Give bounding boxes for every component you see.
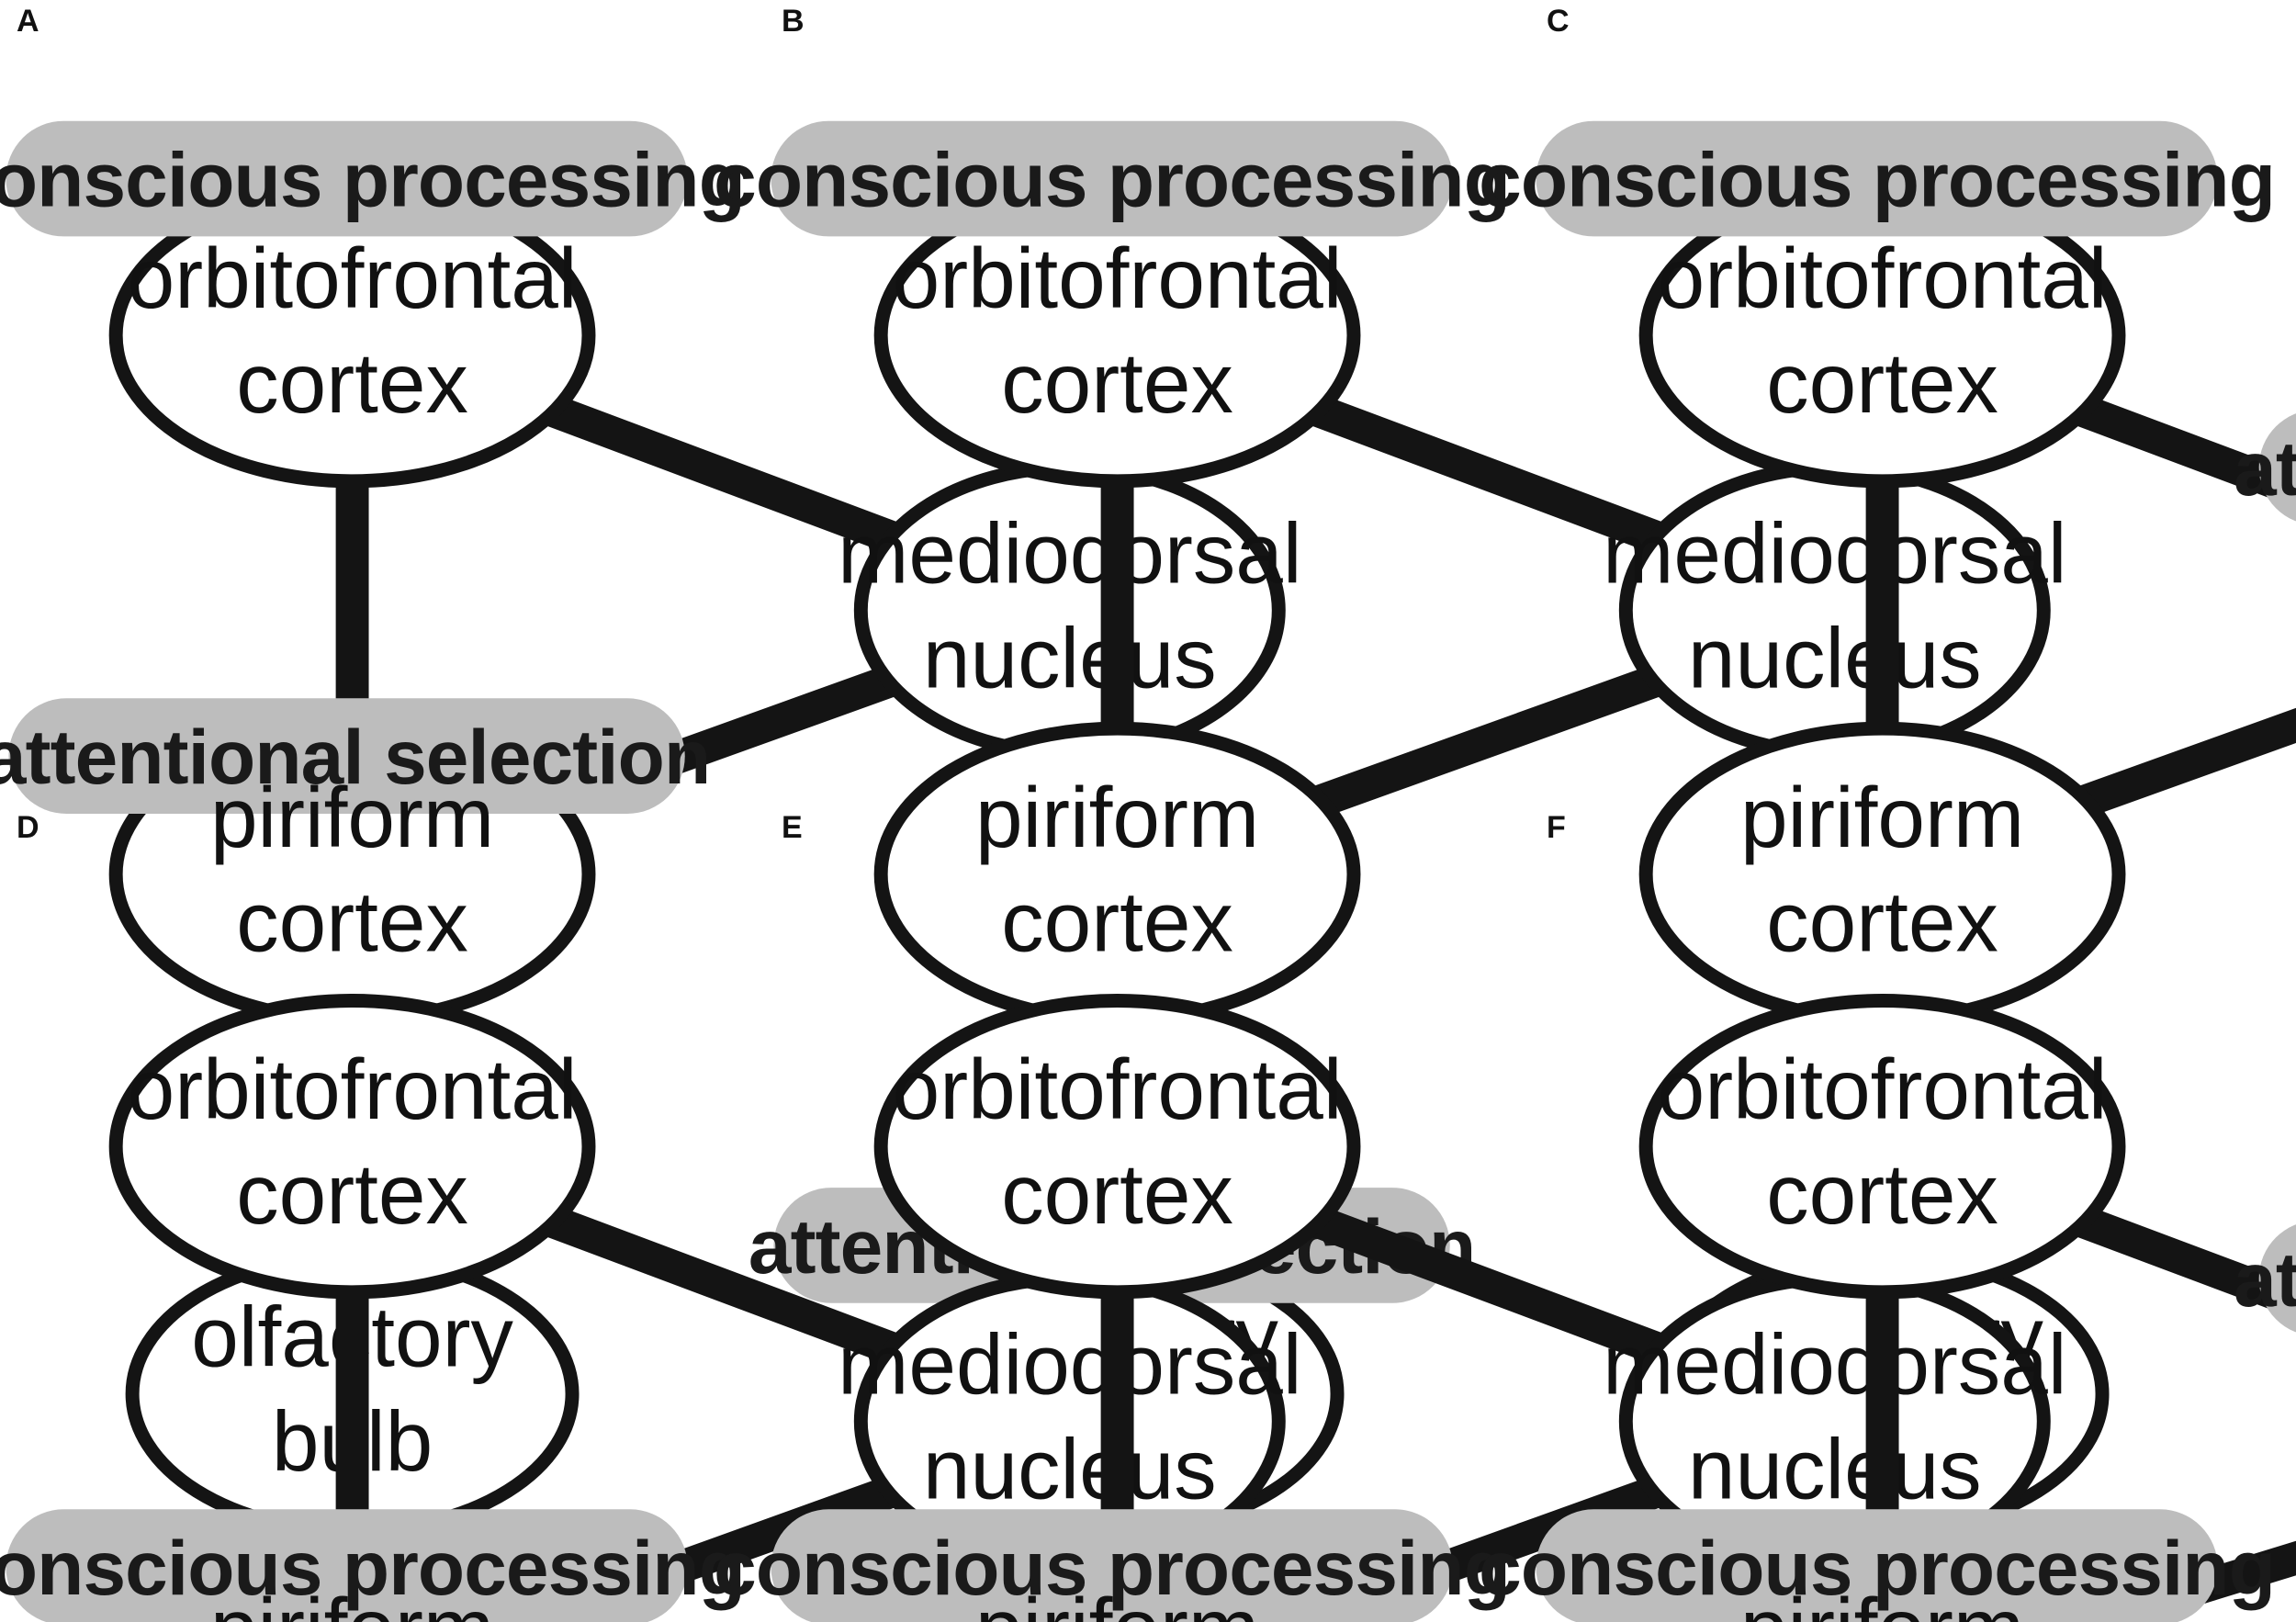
- node-piriform-cortex-line1: piriform: [1740, 770, 2024, 865]
- node-orbitofrontal-cortex-line1: orbitofrontal: [128, 1042, 578, 1137]
- panel-E: E conscious processing attentional selec…: [714, 810, 2066, 1622]
- node-piriform-cortex-line2: cortex: [1766, 874, 1998, 970]
- panel-B-diagram: conscious processing attentional selecti…: [714, 120, 2066, 1538]
- node-piriform-cortex-line1: piriform: [975, 1581, 1259, 1622]
- badge-conscious-processing-label: conscious processing: [0, 1525, 745, 1611]
- panel-letter-E: E: [782, 810, 803, 845]
- node-mediodorsal-nucleus-line2: nucleus: [1688, 610, 1982, 705]
- badge-conscious-processing: [1536, 120, 2218, 237]
- node-orbitofrontal-cortex-line2: cortex: [236, 335, 468, 431]
- badge-conscious-processing-label: conscious processing: [0, 136, 745, 222]
- panel-E-diagram: conscious processing attentional selecti…: [714, 994, 2066, 1622]
- panel-letter-F: F: [1547, 810, 1566, 845]
- panel-F: F conscious processing attentional selec…: [1479, 810, 2296, 1622]
- badge-conscious-processing-label: conscious processing: [714, 1525, 1510, 1611]
- node-orbitofrontal-cortex-line1: orbitofrontal: [893, 1042, 1343, 1137]
- panel-letter-B: B: [782, 4, 805, 39]
- node-orbitofrontal-cortex: [108, 994, 596, 1300]
- node-orbitofrontal-cortex-line1: orbitofrontal: [893, 231, 1343, 326]
- panel-A-diagram: conscious processing attentional selecti…: [0, 120, 1301, 1538]
- badge-attentional-selection: [2258, 413, 2296, 522]
- node-orbitofrontal-cortex: [1638, 994, 2126, 1300]
- node-piriform-cortex-line2: cortex: [1001, 874, 1233, 970]
- badge-attentional-selection-label: attentional selection: [2234, 425, 2296, 512]
- node-orbitofrontal-cortex-line1: orbitofrontal: [128, 231, 578, 326]
- node-mediodorsal-nucleus-line1: mediodorsal: [838, 506, 1301, 602]
- panel-C: C conscious processing attentional selec…: [1479, 0, 2296, 1538]
- node-orbitofrontal-cortex-line2: cortex: [1001, 335, 1233, 431]
- badge-conscious-processing: [1536, 1509, 2218, 1622]
- node-orbitofrontal-cortex-line2: cortex: [1001, 1146, 1233, 1242]
- panel-D: D conscious processing attentional selec…: [0, 810, 1301, 1622]
- node-mediodorsal-nucleus-line2: nucleus: [1688, 1421, 1982, 1516]
- node-mediodorsal-nucleus-line1: mediodorsal: [838, 1317, 1301, 1413]
- node-piriform-cortex-line2: cortex: [236, 874, 468, 970]
- panel-letter-C: C: [1547, 4, 1570, 39]
- node-mediodorsal-nucleus-line2: nucleus: [923, 1421, 1217, 1516]
- panel-C-diagram: conscious processing attentional selecti…: [1479, 120, 2296, 1538]
- panel-D-diagram: conscious processing attentional selecti…: [0, 994, 1301, 1622]
- badge-conscious-processing: [6, 120, 688, 237]
- node-piriform-cortex-line1: piriform: [210, 770, 494, 865]
- node-orbitofrontal-cortex: [873, 994, 1361, 1300]
- node-mediodorsal-nucleus-line2: nucleus: [923, 610, 1217, 705]
- badge-conscious-processing: [771, 120, 1453, 237]
- node-orbitofrontal-cortex-line1: orbitofrontal: [1658, 231, 2108, 326]
- node-piriform-cortex-line1: piriform: [210, 1581, 494, 1622]
- badge-conscious-processing: [771, 1509, 1453, 1622]
- node-piriform-cortex-line1: piriform: [1740, 1581, 2024, 1622]
- panel-F-diagram: conscious processing attentional selecti…: [1479, 994, 2296, 1622]
- badge-attentional-selection: [2258, 1224, 2296, 1333]
- node-mediodorsal-nucleus-line1: mediodorsal: [1603, 506, 2066, 602]
- panel-A: A conscious processing attentional selec…: [0, 0, 1301, 1538]
- badge-attentional-selection-label: attentional selection: [0, 714, 710, 800]
- badge-conscious-processing-label: conscious processing: [714, 136, 1510, 222]
- badge-conscious-processing-label: conscious processing: [1479, 1525, 2275, 1611]
- node-orbitofrontal-cortex-line1: orbitofrontal: [1658, 1042, 2108, 1137]
- badge-conscious-processing-label: conscious processing: [1479, 136, 2275, 222]
- panel-B: B conscious processing attentional selec…: [714, 0, 2066, 1538]
- node-piriform-cortex-line1: piriform: [975, 770, 1259, 865]
- node-orbitofrontal-cortex-line2: cortex: [1766, 1146, 1998, 1242]
- badge-attentional-selection: [8, 698, 685, 814]
- panel-letter-A: A: [17, 4, 39, 39]
- edge-pir-md: [2032, 1540, 2296, 1622]
- node-orbitofrontal-cortex-line2: cortex: [236, 1146, 468, 1242]
- panel-letter-D: D: [17, 810, 39, 845]
- badge-conscious-processing: [6, 1509, 688, 1622]
- badge-attentional-selection-label: attentional selection: [2234, 1236, 2296, 1323]
- node-orbitofrontal-cortex-line2: cortex: [1766, 335, 1998, 431]
- node-mediodorsal-nucleus-line1: mediodorsal: [1603, 1317, 2066, 1413]
